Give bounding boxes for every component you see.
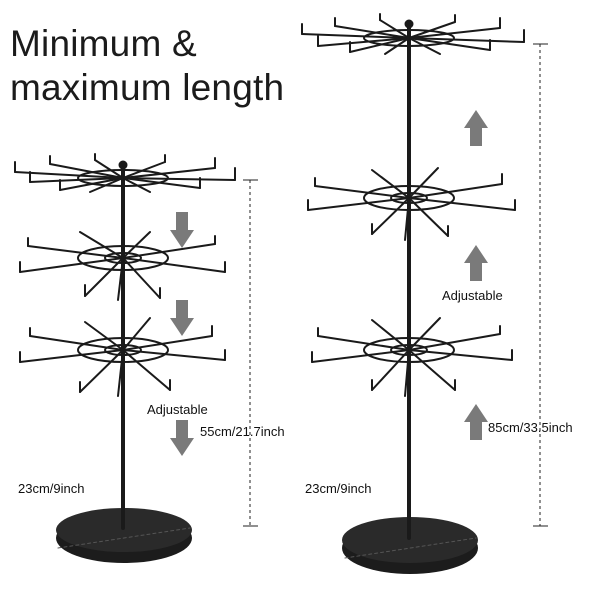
heading: Minimum & maximum length (10, 22, 284, 110)
right-tier-middle (307, 167, 516, 241)
right-arrow-up-1 (464, 110, 488, 146)
left-arrow-down-2 (170, 300, 194, 336)
left-adjustable-label: Adjustable (147, 402, 208, 417)
right-arrow-up-3 (464, 404, 488, 440)
right-base-label: 23cm/9inch (305, 481, 372, 496)
left-height-dimension (243, 179, 258, 527)
left-tier-top (14, 153, 236, 193)
right-rack (301, 13, 525, 574)
right-arrow-up-2 (464, 245, 488, 281)
right-adjustable-label: Adjustable (442, 288, 503, 303)
heading-line-1: Minimum & (10, 23, 197, 64)
left-rack (14, 153, 236, 563)
left-arrow-down-1 (170, 212, 194, 248)
left-base-label: 23cm/9inch (18, 481, 85, 496)
right-tier-top (301, 13, 525, 55)
right-height-dimension (533, 43, 548, 527)
left-arrow-down-3 (170, 420, 194, 456)
left-tier-middle (19, 231, 226, 301)
right-height-label: 85cm/33.5inch (488, 420, 573, 435)
right-tier-lower (311, 317, 513, 397)
left-tier-lower (19, 317, 226, 397)
left-height-label: 55cm/21.7inch (200, 424, 285, 439)
heading-line-2: maximum length (10, 67, 285, 108)
